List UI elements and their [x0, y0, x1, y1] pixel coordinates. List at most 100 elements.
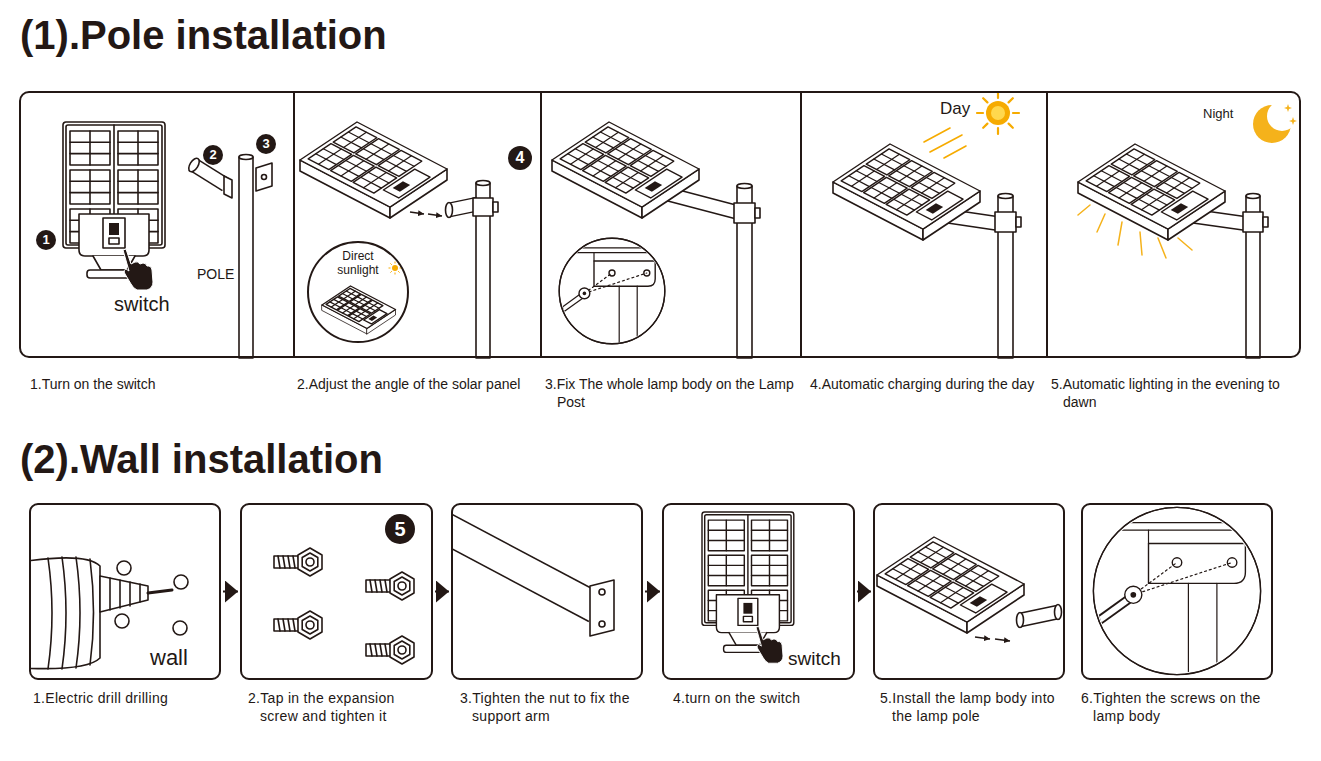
star-icon [1284, 104, 1292, 112]
pole-step-three [552, 122, 699, 218]
callout-disc [36, 230, 56, 250]
step-caption: 1.Turn on the switch [30, 376, 292, 394]
pole-step-three [755, 208, 760, 218]
magnifier-circle: Direct sunlight [306, 240, 410, 344]
support-arm [453, 520, 596, 608]
step-caption: 3.Fix The whole lamp body on the Lamp Po… [545, 376, 797, 411]
pole-step-four [833, 144, 980, 240]
pole-step-three [734, 203, 755, 223]
drill-hole [115, 614, 129, 628]
step-arrow [435, 591, 449, 593]
wall-step-two [274, 514, 415, 664]
electric-drill [100, 576, 148, 612]
wall-step-two [274, 611, 322, 639]
step-caption: 3.Tighten the nut to fix the support arm [460, 690, 646, 725]
wall-step-five [1020, 612, 1058, 620]
pole-step-two [300, 122, 447, 218]
part-label: Night [1203, 107, 1233, 122]
step-arrow [223, 591, 238, 593]
section-heading: (1).Pole installation [20, 12, 387, 58]
pole-step-one [194, 165, 226, 185]
pole-step-five [1243, 212, 1263, 232]
wall-step-three [599, 589, 605, 595]
pole-step-two [300, 122, 532, 358]
wall-step-two [366, 636, 414, 664]
pole-step-one [262, 175, 267, 180]
wall-step-five [1017, 613, 1024, 628]
wall-step-two [274, 548, 322, 576]
callout-disc [203, 145, 223, 165]
part-label: switch [788, 648, 841, 670]
callout-number: 1 [36, 230, 56, 250]
pole-step-one [187, 157, 202, 174]
support-arm [453, 520, 596, 608]
callout-number: 5 [385, 514, 415, 544]
section-heading: (2).Wall installation [20, 436, 383, 482]
callout-number: 4 [508, 146, 532, 170]
wall-step-five [975, 637, 990, 639]
step-panel: 6.Tighten the screws on the lamp body [1081, 503, 1273, 680]
wall-step-four [702, 512, 794, 663]
part-label: POLE [197, 266, 234, 282]
step-caption: 1.Electric drill drilling [33, 690, 221, 708]
pole-step-five [1246, 194, 1260, 199]
pole-step-one [63, 122, 165, 290]
step-panel: 5.Install the lamp body into the lamp po… [873, 503, 1065, 680]
pole-step-two [476, 181, 490, 186]
part-label: switch [114, 293, 170, 316]
callout-disc [256, 134, 276, 154]
step-panel: 4.Automatic charging during the day [800, 91, 1048, 358]
pole-step-five [1263, 217, 1268, 227]
wall-step-six [1082, 507, 1267, 686]
wall-step-three [599, 621, 605, 627]
wall-step-six [1082, 507, 1267, 686]
pole-step-one [36, 122, 276, 358]
step-arrow [857, 591, 871, 593]
pole-step-one [239, 157, 253, 358]
wall-step-three [430, 520, 614, 636]
step-caption: 6.Tighten the screws on the lamp body [1081, 690, 1273, 725]
pole-step-four [998, 194, 1013, 199]
callout-number: 3 [256, 134, 276, 154]
step-caption: 5.Install the lamp body into the lamp po… [880, 690, 1066, 725]
wall-step-five [1055, 605, 1062, 620]
sun-rays [977, 92, 1019, 134]
callout-disc [385, 514, 415, 544]
pole-step-one [239, 155, 253, 160]
wall-step-five [877, 537, 1062, 641]
step-panel: 3.Tighten the nut to fix the support arm [451, 503, 643, 680]
electric-drill [110, 578, 140, 610]
wall-step-three [590, 580, 614, 636]
drill-hole [174, 575, 188, 589]
wall-step-four [702, 512, 794, 663]
pole-step-one [224, 176, 232, 198]
step-caption: 4.Automatic charging during the day [810, 376, 1046, 394]
step-caption: 4.turn on the switch [673, 690, 855, 708]
pole-step-two [473, 198, 493, 216]
magnified-panel [322, 286, 396, 334]
pole-step-three [552, 238, 669, 351]
callout-number: 2 [203, 145, 223, 165]
electric-drill [148, 590, 172, 593]
pole-step-three [737, 184, 752, 189]
electric-drill [48, 557, 94, 669]
pole-step-five [1078, 104, 1297, 358]
sun-icon [392, 265, 398, 271]
pole-step-four [833, 92, 1021, 358]
sun-icon [986, 101, 1010, 125]
magnified-panel [322, 286, 396, 334]
part-label: wall [150, 645, 188, 670]
electric-drill [31, 558, 100, 669]
sun-core [991, 106, 1005, 120]
pole-step-three [552, 122, 760, 358]
pole-step-four [1016, 217, 1021, 227]
callout-disc [508, 146, 532, 170]
pole-step-one [256, 163, 272, 191]
pole-step-two [428, 214, 442, 216]
support-arm [453, 520, 596, 608]
step-caption: 2.Tap in the expansion screw and tighten… [248, 690, 434, 725]
pole-step-two [446, 203, 453, 218]
